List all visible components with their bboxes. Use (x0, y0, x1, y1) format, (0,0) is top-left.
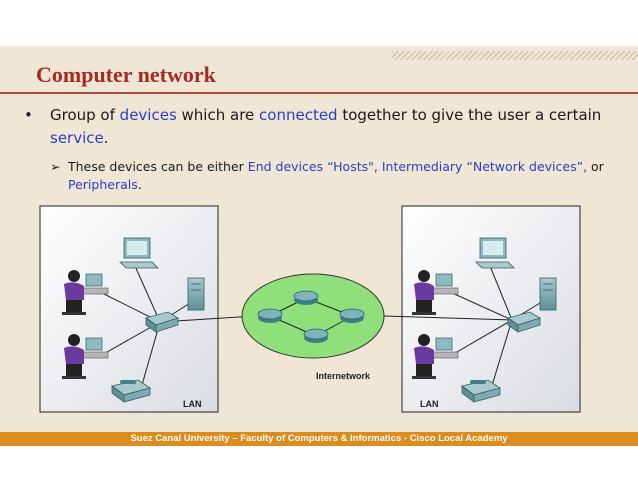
slide-title: Computer network (36, 62, 216, 87)
lan-left-label: LAN (183, 399, 202, 409)
highlight-connected: connected (259, 106, 338, 124)
internetwork-label: Internetwork (316, 371, 371, 381)
sub-bullet-text-part: or (587, 159, 604, 174)
router-icon (339, 308, 365, 323)
user-workstation-icon (62, 334, 109, 379)
server-icon (539, 277, 557, 311)
bullet-text: Group of devices which are connected tog… (50, 104, 630, 150)
bullet-text-part: which are (176, 106, 260, 124)
bullet-text-part: Group of (50, 106, 120, 124)
title-divider (0, 92, 638, 94)
arrow-bullet-icon: ➢ (50, 159, 61, 174)
desktop-computer-icon (475, 237, 515, 269)
server-icon (187, 277, 205, 311)
router-icon (293, 290, 319, 305)
user-workstation-icon (412, 334, 459, 379)
ip-phone-icon (111, 379, 151, 403)
bullet-text-part: together to give the user a certain (337, 106, 602, 124)
highlight-devices: devices (119, 106, 177, 124)
bullet-marker: • (24, 106, 33, 124)
ip-phone-icon (461, 379, 501, 403)
router-icon (303, 328, 329, 343)
user-workstation-icon (62, 270, 109, 315)
bullet-text-part: . (103, 129, 109, 147)
highlight-peripherals: Peripherals (68, 177, 138, 192)
highlight-end-devices: End devices “Hosts", Intermediary “Netwo… (247, 159, 588, 174)
lan-right-label: LAN (420, 399, 439, 409)
desktop-computer-icon (119, 237, 159, 269)
router-icon (257, 308, 283, 323)
sub-bullet-text-part: These devices can be either (68, 159, 248, 174)
switch-icon (145, 311, 179, 333)
internetwork-cloud (241, 273, 385, 359)
sub-bullet-text: These devices can be either End devices … (68, 158, 613, 194)
user-workstation-icon (412, 270, 459, 315)
footer-bar (0, 432, 638, 446)
footer-text: Suez Canal University – Faculty of Compu… (130, 433, 508, 444)
title-hatch-decoration (392, 51, 638, 60)
switch-icon (507, 311, 541, 333)
sub-bullet-text-part: . (137, 177, 142, 192)
highlight-service: service (50, 129, 104, 147)
